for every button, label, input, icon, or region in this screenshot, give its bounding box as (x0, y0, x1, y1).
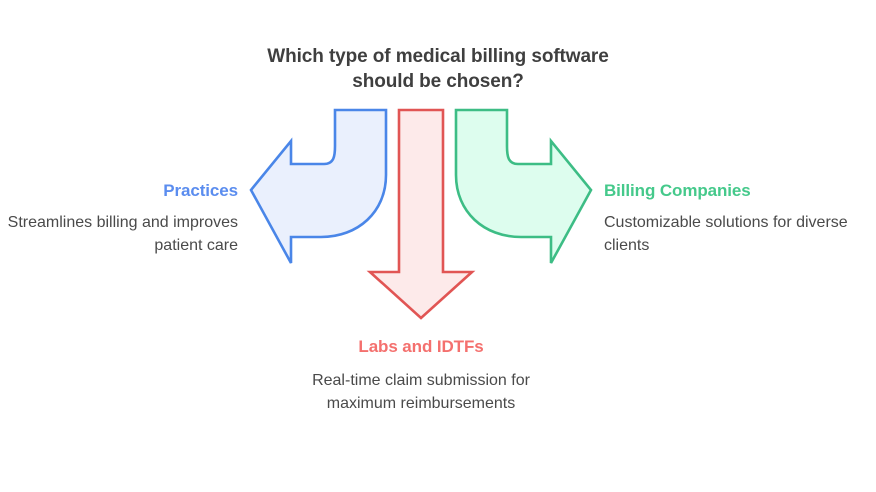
branch-description-practices: Streamlines billing and improves patient… (7, 214, 238, 254)
branch-heading-labs-and-idtfs: Labs and IDTFs (358, 337, 484, 356)
branch-heading-practices: Practices (163, 181, 238, 200)
arrow-down-shape (366, 108, 476, 320)
branch-heading-billing-companies: Billing Companies (604, 181, 751, 200)
curved-arrow-left-shape (249, 108, 388, 264)
branch-description-labs-and-idtfs: Real-time claim submission for maximum r… (312, 372, 530, 412)
curved-arrow-right-shape (454, 108, 593, 264)
page-title: Which type of medical billing software s… (267, 46, 609, 93)
branch-description-billing-companies: Customizable solutions for diverse clien… (604, 214, 848, 254)
